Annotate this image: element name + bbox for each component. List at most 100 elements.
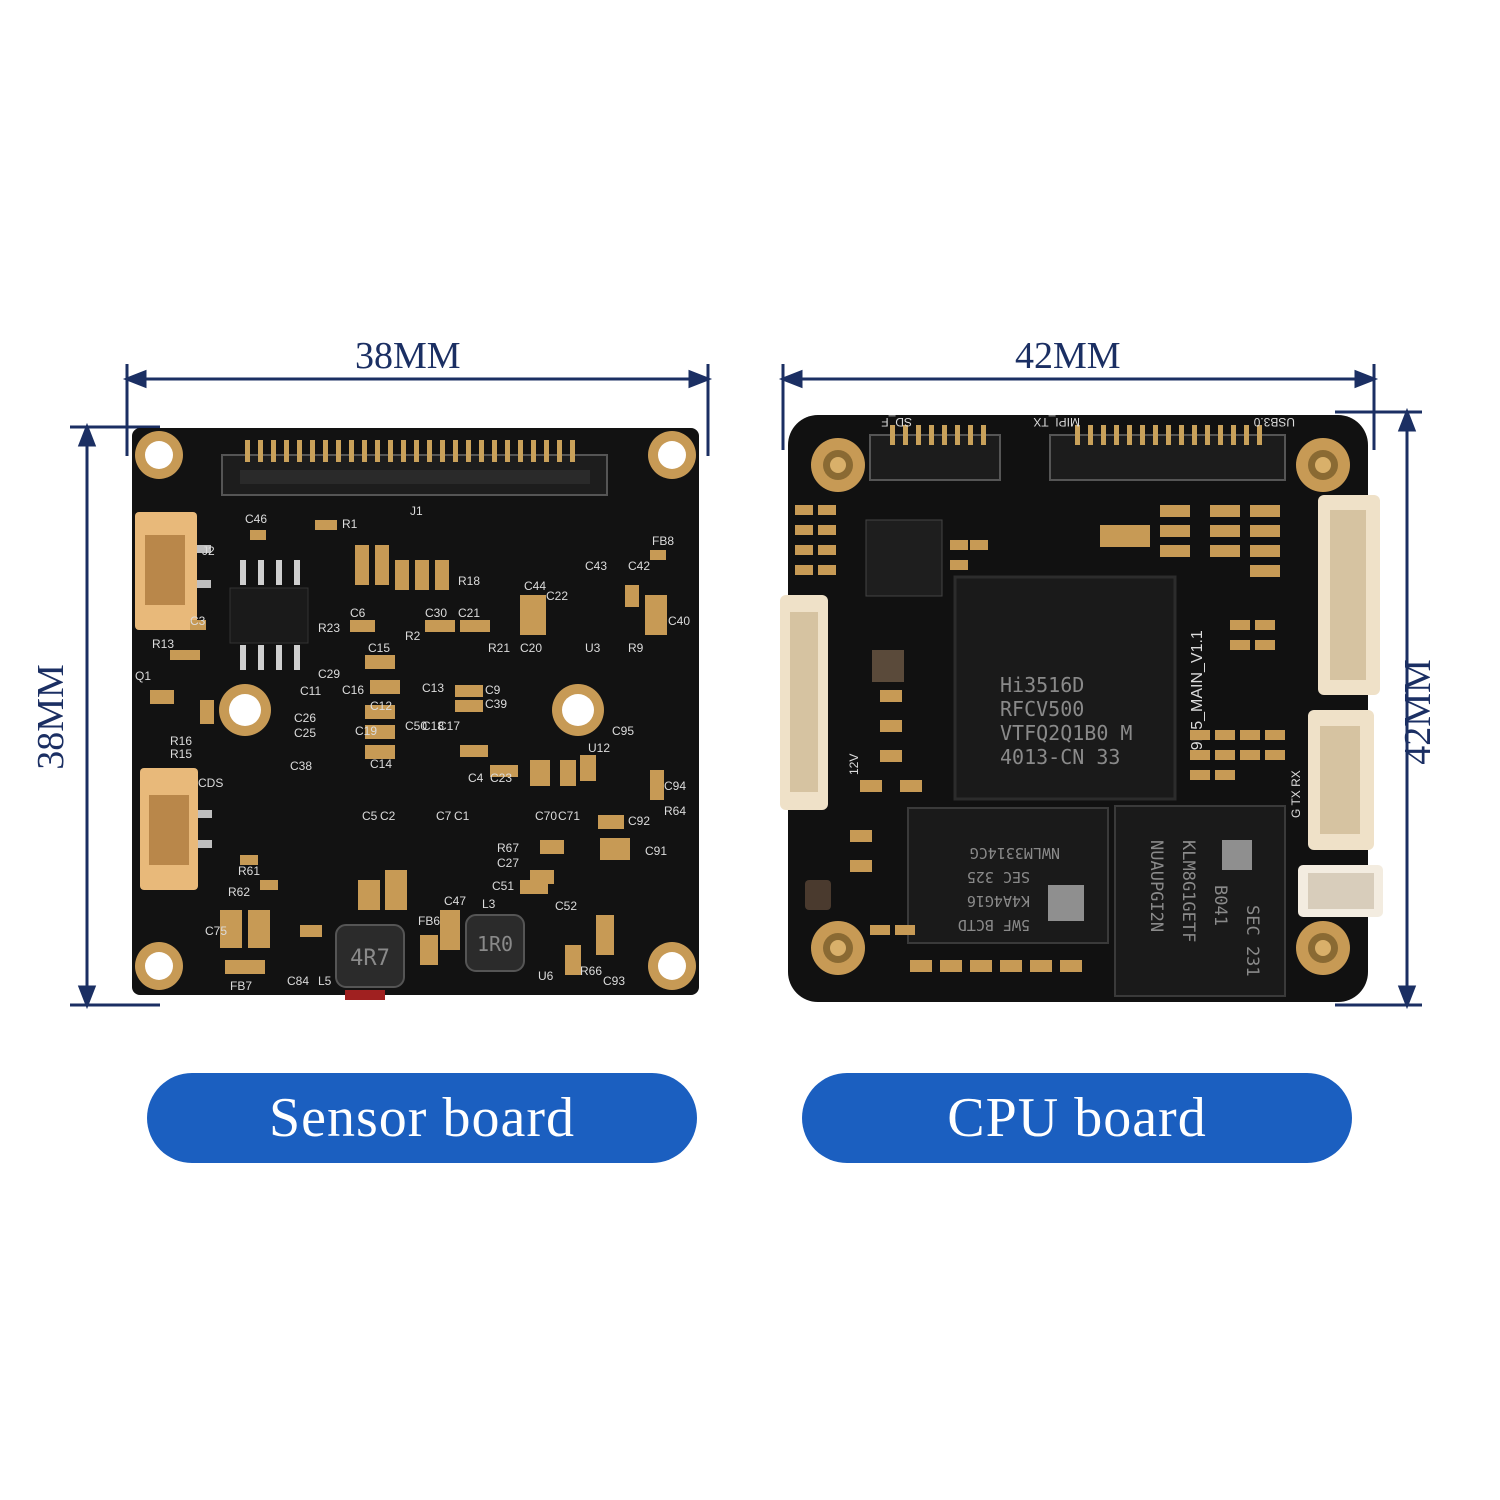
cpu-connector-right-mid bbox=[1308, 710, 1374, 850]
ram-line-1: NWLM3314CG bbox=[970, 844, 1060, 862]
silk-c42: C42 bbox=[628, 559, 650, 573]
sensor-jst-connector-j2 bbox=[135, 512, 211, 630]
cpu-qfn-chip bbox=[865, 519, 943, 597]
silk-c94: C94 bbox=[664, 779, 686, 793]
silk-c5: C5 bbox=[362, 809, 378, 823]
silk-c14: C14 bbox=[370, 757, 392, 771]
silk-r64: R64 bbox=[664, 804, 686, 818]
silk-c26: C26 bbox=[294, 711, 316, 725]
cpu-board-caption: CPU board bbox=[802, 1073, 1352, 1163]
silk-12v: 12V bbox=[847, 754, 861, 775]
cpu-connector-left bbox=[780, 595, 828, 810]
ram-line-2: SEC 325 bbox=[967, 868, 1030, 886]
soc-line-3: VTFQ2Q1B0 M bbox=[1000, 721, 1132, 745]
silk-c40: C40 bbox=[668, 614, 690, 628]
silk-c3: C3 bbox=[190, 614, 206, 628]
silk-c7: C7 bbox=[436, 809, 452, 823]
silk-c91: C91 bbox=[645, 844, 667, 858]
silk-c13: C13 bbox=[422, 681, 444, 695]
ram-line-3: K4A4G16 bbox=[967, 892, 1030, 910]
silk-r16: R16 bbox=[170, 734, 192, 748]
sensor-silkscreen: J1 J2 C46 R1 FB8 C3 R13 Q1 R16 R15 CDS R… bbox=[135, 504, 690, 993]
silk-c22: C22 bbox=[546, 589, 568, 603]
silk-c52: C52 bbox=[555, 899, 577, 913]
silk-c17: C17 bbox=[438, 719, 460, 733]
soc-line-4: 4013-CN 33 bbox=[1000, 745, 1120, 769]
sensor-width-label: 38MM bbox=[355, 335, 461, 377]
silk-c25: C25 bbox=[294, 726, 316, 740]
silk-fb7: FB7 bbox=[230, 979, 252, 993]
silk-u3: U3 bbox=[585, 641, 601, 655]
silk-c4: C4 bbox=[468, 771, 484, 785]
silk-r2: R2 bbox=[405, 629, 421, 643]
silk-c16: C16 bbox=[342, 683, 364, 697]
sensor-width-dimension-line bbox=[122, 364, 713, 456]
sensor-height-dimension-line bbox=[70, 422, 160, 1010]
cpu-emmc-chip: SEC 231 B041 KLM8G1GETF NUAUPGI2N bbox=[1114, 805, 1286, 997]
cpu-small-ic bbox=[872, 650, 904, 682]
board-name-label: Z9D5_MAIN_V1.1 bbox=[1189, 630, 1206, 760]
silk-c15: C15 bbox=[368, 641, 390, 655]
silk-c18: C18 bbox=[422, 719, 444, 733]
silk-c92: C92 bbox=[628, 814, 650, 828]
inductor-mark-4r7: 4R7 bbox=[350, 946, 390, 971]
emmc-line-1: SEC 231 bbox=[1242, 905, 1262, 977]
cpu-fpc-connector-sd bbox=[869, 425, 1001, 481]
silk-r9: R9 bbox=[628, 641, 644, 655]
silk-cds: CDS bbox=[198, 776, 223, 790]
silk-r67: R67 bbox=[497, 841, 519, 855]
silk-c9: C9 bbox=[485, 683, 501, 697]
silk-c30: C30 bbox=[425, 606, 447, 620]
soc-line-1: Hi3516D bbox=[1000, 673, 1084, 697]
silk-r61: R61 bbox=[238, 864, 260, 878]
sensor-inductor-l5: 4R7 bbox=[335, 924, 405, 988]
silk-c50: C50 bbox=[405, 719, 427, 733]
silk-l3: L3 bbox=[482, 897, 496, 911]
sensor-height-label: 38MM bbox=[29, 664, 72, 770]
silk-c71: C71 bbox=[558, 809, 580, 823]
silk-c39: C39 bbox=[485, 697, 507, 711]
soc-line-2: RFCV500 bbox=[1000, 697, 1084, 721]
silk-c6: C6 bbox=[350, 606, 366, 620]
silk-j1: J1 bbox=[410, 504, 423, 518]
silk-c93: C93 bbox=[603, 974, 625, 988]
emmc-line-3: KLM8G1GETF bbox=[1178, 840, 1198, 942]
silk-g-tx-rx: G TX RX bbox=[1289, 770, 1303, 818]
silk-r23: R23 bbox=[318, 621, 340, 635]
silk-c19: C19 bbox=[355, 724, 377, 738]
sensor-board-caption: Sensor board bbox=[147, 1073, 697, 1163]
cpu-width-label: 42MM bbox=[1015, 335, 1121, 377]
silk-c12: C12 bbox=[370, 699, 392, 713]
silk-u6: U6 bbox=[538, 969, 554, 983]
silk-u12: U12 bbox=[588, 741, 610, 755]
cpu-height-label: 42MM bbox=[1396, 659, 1439, 765]
silk-c46: C46 bbox=[245, 512, 267, 526]
sensor-mounting-holes bbox=[135, 431, 696, 990]
cpu-mounting-holes bbox=[811, 438, 1350, 975]
silk-j2: J2 bbox=[202, 544, 215, 558]
cpu-fpc-connector-mipi bbox=[1049, 425, 1286, 481]
cpu-connector-right-top bbox=[1318, 495, 1380, 695]
cpu-smd-components bbox=[795, 505, 1285, 972]
silk-sd-f: SD_F bbox=[881, 415, 912, 429]
cpu-crystal bbox=[805, 880, 831, 910]
silk-fb6: FB6 bbox=[418, 914, 440, 928]
sensor-soic-chip bbox=[229, 560, 309, 670]
silk-c23: C23 bbox=[490, 771, 512, 785]
silk-c2: C2 bbox=[380, 809, 396, 823]
silk-c84: C84 bbox=[287, 974, 309, 988]
sensor-fpc-connector bbox=[221, 440, 608, 496]
emmc-line-4: NUAUPGI2N bbox=[1146, 840, 1166, 932]
silk-r1: R1 bbox=[342, 517, 358, 531]
silk-c21: C21 bbox=[458, 606, 480, 620]
silk-r62: R62 bbox=[228, 885, 250, 899]
silk-r66: R66 bbox=[580, 964, 602, 978]
silk-mipi-tx: MIPI_TX bbox=[1033, 415, 1080, 429]
silk-r13: R13 bbox=[152, 637, 174, 651]
sensor-inductor-l3: 1R0 bbox=[465, 914, 525, 972]
silk-r15: R15 bbox=[170, 747, 192, 761]
silk-c47: C47 bbox=[444, 894, 466, 908]
silk-c43: C43 bbox=[585, 559, 607, 573]
